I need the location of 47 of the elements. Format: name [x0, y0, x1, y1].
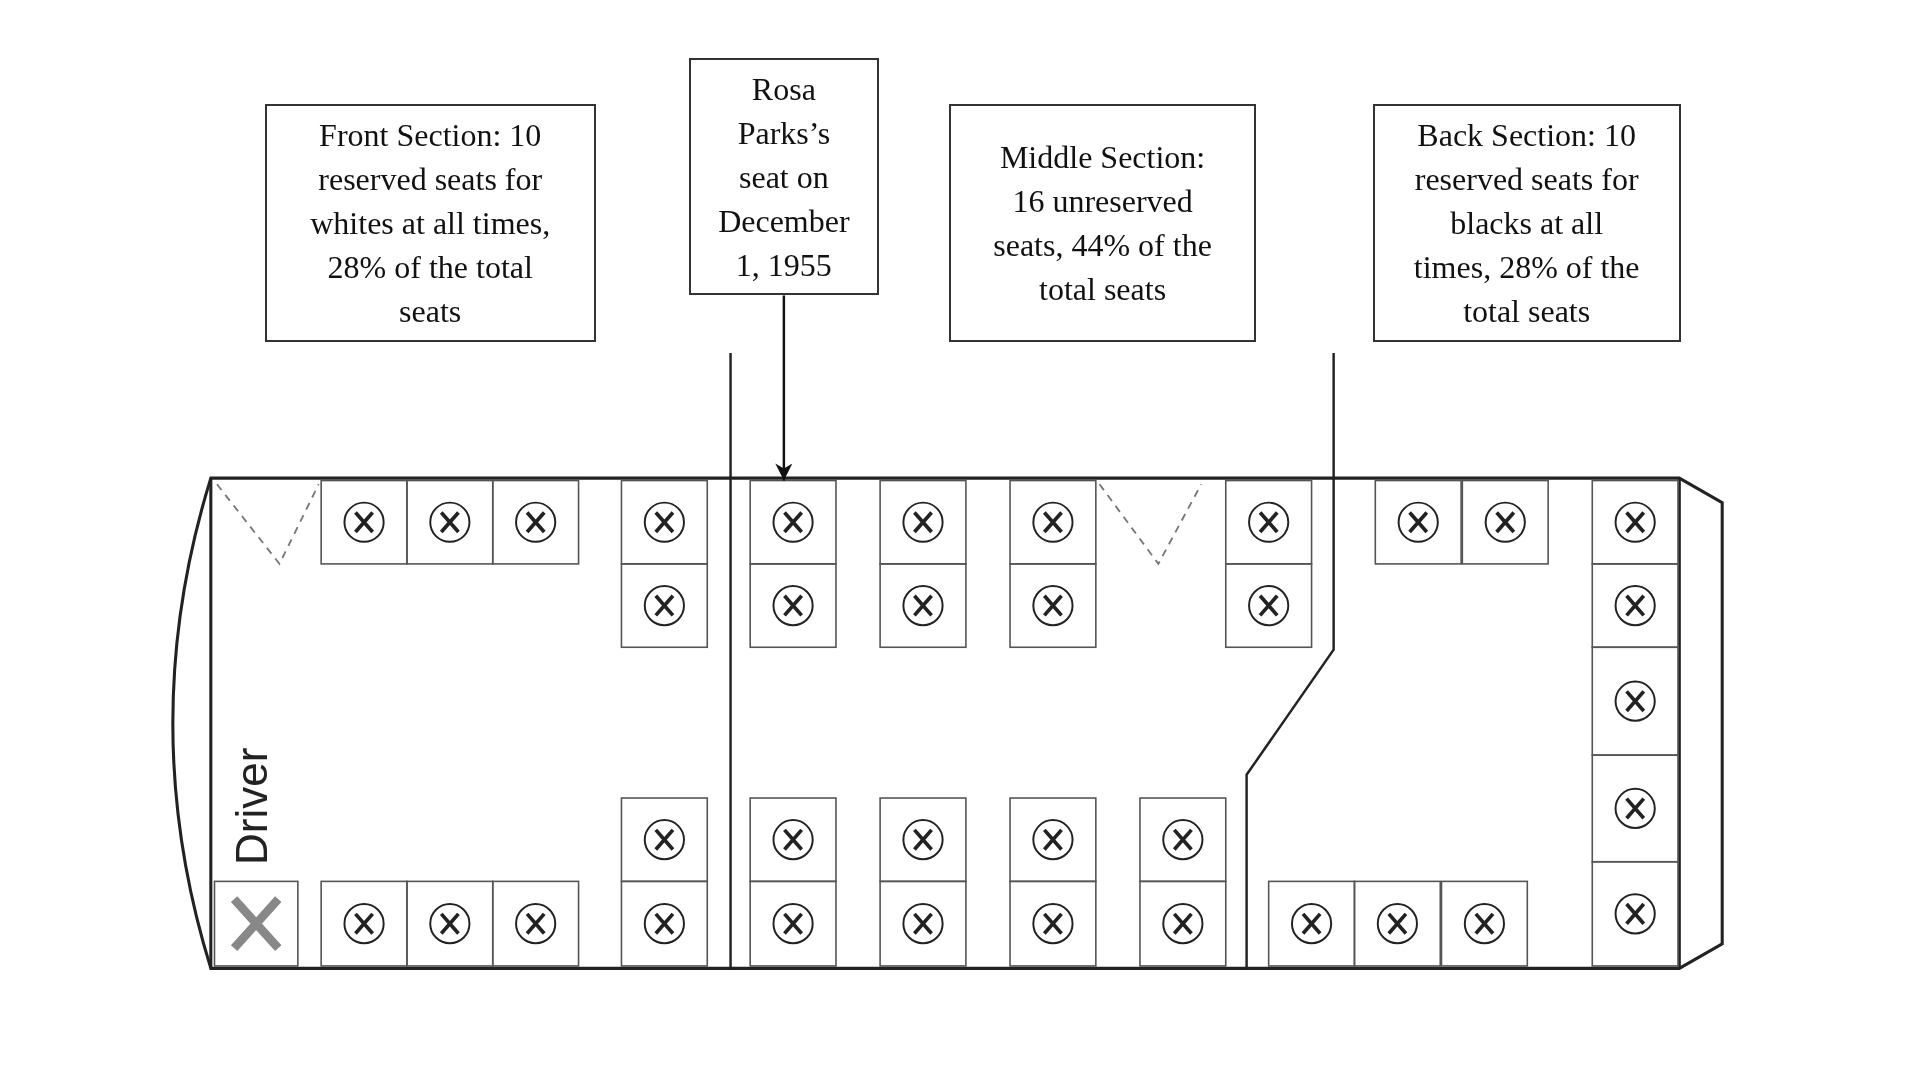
callout-text: Rosa Parks’s seat on December 1, 1955	[717, 69, 850, 285]
seat-box	[1009, 880, 1097, 967]
seat-box	[620, 563, 709, 649]
seat-box	[406, 880, 494, 967]
seat-box	[1591, 563, 1679, 649]
seat-box	[749, 880, 837, 967]
callout-box	[688, 57, 879, 296]
seat-box	[1440, 880, 1529, 967]
callout-box	[948, 104, 1257, 342]
seat-box	[491, 479, 580, 565]
seat-box	[1009, 797, 1097, 883]
seat-box	[879, 797, 967, 883]
seat-box	[1353, 880, 1442, 967]
seat-box	[1591, 860, 1679, 967]
seat-box	[1224, 563, 1313, 649]
seat-box	[879, 479, 967, 565]
seat-box	[620, 797, 709, 883]
seat-box	[1139, 880, 1227, 967]
seat-box	[620, 479, 709, 565]
callout-box	[264, 104, 596, 342]
callout-text: Middle Section: 16 unreserved seats, 44% of the total seats	[992, 138, 1213, 310]
seat-box	[620, 880, 709, 967]
seat-box	[1591, 754, 1679, 863]
seat-box	[749, 797, 837, 883]
seat-box	[1139, 797, 1227, 883]
seat-box	[1591, 646, 1679, 756]
seat-box	[1374, 479, 1462, 565]
seat-box	[491, 880, 580, 967]
callout-box	[1372, 104, 1681, 342]
driver-seat-box	[213, 880, 299, 967]
seat-box	[1461, 479, 1549, 565]
callout-text: Front Section: 10 reserved seats for whites at all times, 28% of the total seats	[309, 116, 552, 332]
seat-box	[749, 479, 837, 565]
seat-box	[320, 880, 408, 967]
arrow	[775, 295, 793, 481]
seat-box	[1009, 479, 1097, 565]
callout-text: Back Section: 10 reserved seats for blacks at all times, 28% of the total seats	[1413, 116, 1640, 332]
driver-label: Driver	[226, 748, 277, 866]
seat-box	[406, 479, 494, 565]
seat-box	[1267, 880, 1356, 967]
seat-box	[1591, 479, 1679, 565]
seat-box	[749, 563, 837, 649]
seat-box	[879, 563, 967, 649]
seat-box	[879, 880, 967, 967]
seat-box	[1224, 479, 1313, 565]
seat-box	[320, 479, 408, 565]
seat-box	[1009, 563, 1097, 649]
